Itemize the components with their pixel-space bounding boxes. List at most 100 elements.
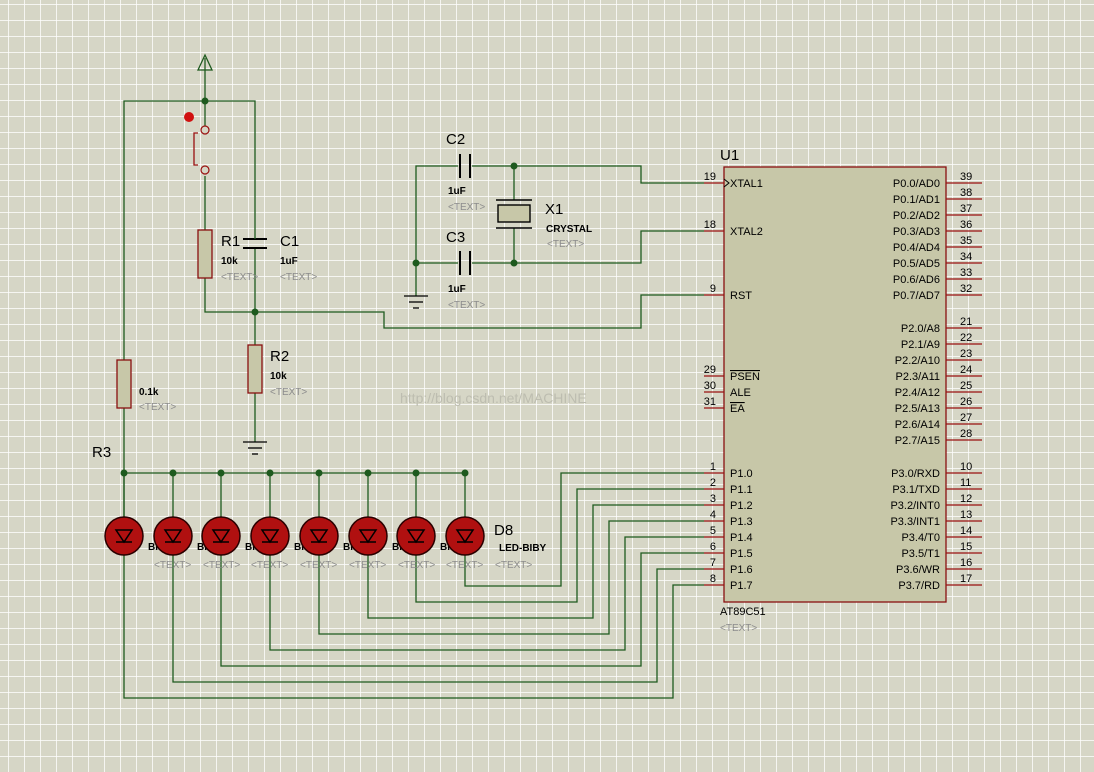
u1-pin-p1-7[interactable]: 8P1.7: [704, 573, 753, 592]
r3-ref: R3: [92, 444, 111, 461]
pin-name: XTAL2: [730, 226, 763, 238]
pin-name: P3.7/RD: [898, 580, 940, 592]
junction-dot: [266, 469, 274, 477]
resistor-r3[interactable]: 0.1k <TEXT> R3: [92, 359, 176, 461]
led-body: [348, 516, 388, 556]
capacitor-c3[interactable]: C3 1uF <TEXT>: [446, 229, 485, 311]
c1-value: 1uF: [280, 256, 298, 267]
wire-rst: [204, 278, 704, 329]
u1-pin-p1-2[interactable]: 3P1.2: [704, 493, 753, 512]
junctions: [201, 97, 518, 316]
wire-led-to-p1-2: [367, 504, 704, 619]
diode-triangle: [163, 529, 183, 544]
junction-dot: [169, 469, 177, 477]
pin-number: 3: [710, 493, 716, 505]
pin-name: P1.0: [730, 468, 753, 480]
c2-value: 1uF: [448, 186, 466, 197]
u1-pin-p1-4[interactable]: 5P1.4: [704, 525, 753, 544]
microcontroller-u1[interactable]: U1 AT89C51 <TEXT> 19XTAL118XTAL29RST29PS…: [704, 147, 982, 634]
crystal-x1[interactable]: X1 CRYSTAL <TEXT>: [496, 199, 592, 250]
resistor-r2[interactable]: R2 10k <TEXT>: [247, 344, 307, 398]
junction-dot: [510, 259, 518, 267]
junction-dot: [120, 469, 128, 477]
ground-symbol[interactable]: [404, 295, 428, 309]
capacitor-c2[interactable]: C2 1uF <TEXT>: [446, 131, 485, 213]
pin-name: P0.5/AD5: [893, 258, 940, 270]
pin-number: 2: [710, 477, 716, 489]
r2-value: 10k: [270, 371, 287, 382]
pin-name: XTAL1: [730, 178, 763, 190]
d8-ref: D8: [494, 522, 513, 539]
u1-pins: 19XTAL118XTAL29RST29PSEN30ALE31EA1P1.02P…: [704, 171, 982, 592]
pin-number: 21: [960, 316, 972, 328]
resistor-body: [116, 359, 132, 409]
pin-name: P1.4: [730, 532, 753, 544]
crystal-body: [497, 204, 531, 223]
resistor-r1[interactable]: R1 10k <TEXT>: [197, 229, 258, 283]
wire-led-to-p1-6: [172, 554, 704, 683]
pin-name: P2.3/A11: [896, 371, 940, 383]
wires: [123, 70, 704, 518]
reset-pushbutton[interactable]: [184, 112, 210, 175]
power-terminal[interactable]: [196, 53, 214, 71]
u1-pin-p1-3[interactable]: 4P1.3: [704, 509, 753, 528]
u1-pin-p1-5[interactable]: 6P1.5: [704, 541, 753, 560]
u1-value: AT89C51: [720, 606, 766, 618]
pin-name: P0.2/AD2: [893, 210, 940, 222]
u1-pin-p1-1[interactable]: 2P1.1: [704, 477, 753, 496]
pin-number: 17: [960, 573, 972, 585]
diode-triangle: [309, 529, 329, 544]
pin-name: P2.5/A13: [895, 403, 940, 415]
junction-dot: [217, 469, 225, 477]
ground-symbol[interactable]: [243, 441, 267, 455]
button-red-dot[interactable]: [184, 112, 194, 122]
capacitor-c1[interactable]: C1 1uF <TEXT>: [243, 228, 317, 283]
pin-number: 4: [710, 509, 716, 521]
pin-number: 30: [704, 380, 716, 392]
pin-name: P1.6: [730, 564, 753, 576]
led-port-wires: [123, 472, 704, 699]
led-array[interactable]: BIBY<TEXT>BIBY<TEXT>BIBY<TEXT>BIBY<TEXT>…: [104, 516, 532, 571]
led-d8[interactable]: <TEXT>: [445, 516, 532, 571]
u1-pin-p1-6[interactable]: 7P1.6: [704, 557, 753, 576]
pin-name: P3.3/INT1: [890, 516, 940, 528]
r1-text: <TEXT>: [221, 272, 258, 283]
pin-name: P1.5: [730, 548, 753, 560]
led-body: [201, 516, 241, 556]
pin-number: 15: [960, 541, 972, 553]
u1-pin-p1-0[interactable]: 1P1.0: [704, 461, 753, 480]
pin-name: P3.6/WR: [896, 564, 940, 576]
